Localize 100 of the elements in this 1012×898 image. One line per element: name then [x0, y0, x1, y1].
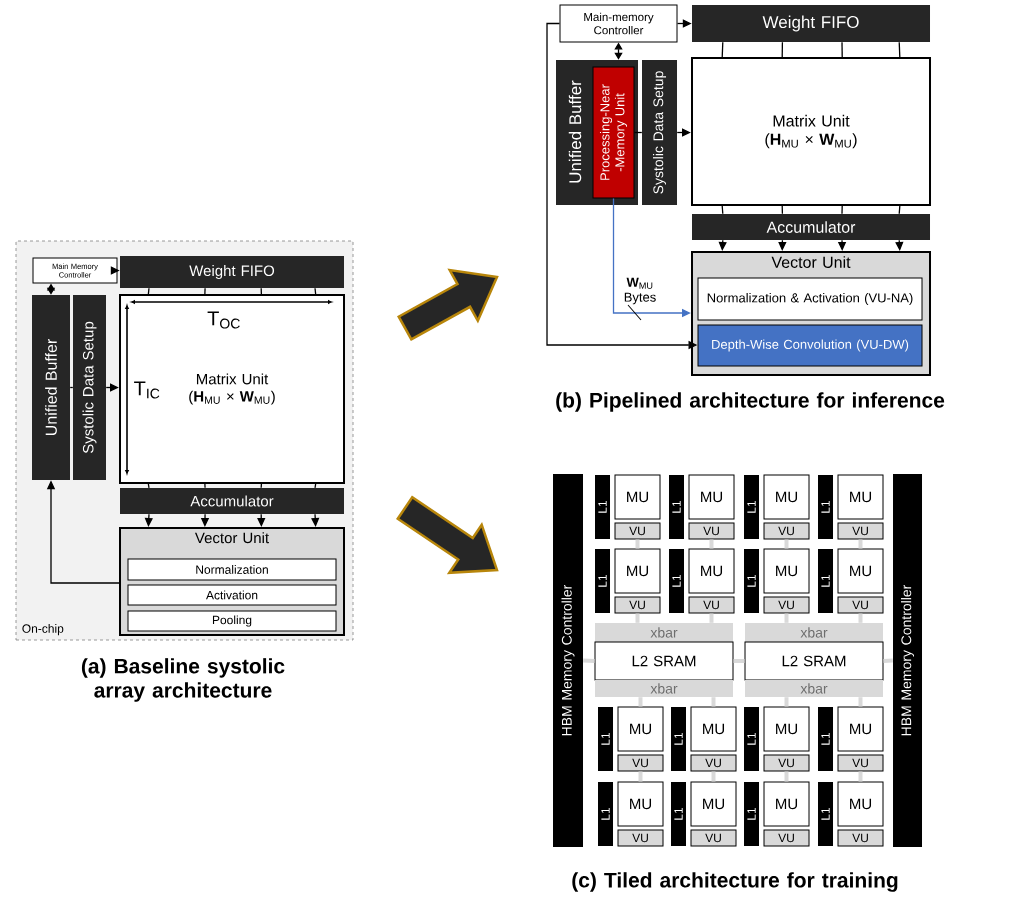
arrow — [105, 383, 119, 392]
connector-line — [204, 483, 206, 489]
l1-cache-bar: L1 — [669, 549, 684, 613]
accumulator-bar: Accumulator — [692, 214, 930, 240]
l1-cache-bar: L1 — [744, 549, 759, 613]
function-box: Pooling — [127, 610, 337, 632]
l1-cache-bar: L1 — [669, 475, 684, 539]
connector-line — [147, 483, 150, 489]
vu-box: VU — [690, 829, 737, 847]
vu-box: VU — [837, 754, 884, 772]
mu-box: MU — [763, 474, 810, 520]
bus-line — [638, 771, 643, 782]
setup-block: Systolic Data Setup — [642, 60, 677, 205]
l1-cache-bar: L1 — [818, 782, 833, 846]
memory-controller-bar: HBM Memory Controller — [893, 474, 922, 847]
mu-box: MU — [614, 474, 661, 520]
connector-line — [314, 287, 317, 295]
connector-line — [147, 287, 150, 295]
vu-box: VU — [617, 754, 664, 772]
mu-box: MU — [763, 706, 810, 752]
connector-line — [204, 287, 206, 295]
bus-line — [709, 613, 714, 623]
setup-block: Systolic Data Setup — [73, 295, 106, 480]
l1-cache-bar: L1 — [598, 707, 613, 771]
l1-cache-bar: L1 — [598, 782, 613, 846]
bus-line — [784, 697, 789, 707]
mu-box: MU — [763, 781, 810, 827]
l1-cache-bar: L1 — [744, 707, 759, 771]
connector-line — [314, 483, 317, 489]
l1-cache-bar: L1 — [744, 782, 759, 846]
arrow — [257, 513, 266, 527]
connector-line — [898, 205, 901, 215]
bus-line — [583, 658, 595, 663]
sram-box: L2 SRAM — [744, 641, 884, 681]
arrow — [144, 513, 153, 527]
connector-line — [633, 131, 643, 134]
bus-line — [784, 771, 789, 782]
vu-box: VU — [763, 522, 810, 540]
bus-line — [638, 697, 643, 707]
connector-line — [721, 41, 724, 58]
l1-cache-bar: L1 — [818, 549, 833, 613]
connector-line — [69, 386, 74, 389]
mu-box: MU — [617, 706, 664, 752]
bus-line — [711, 697, 716, 707]
dimension-label: T$_{OC}$ — [207, 311, 240, 329]
function-box: Depth-Wise Convolution (VU-DW) — [697, 324, 923, 367]
function-box: Activation — [127, 584, 337, 606]
matrix-unit-box: Matrix Unit (H$_{MU}$ × W$_{MU}$) — [691, 57, 931, 206]
connector-line — [841, 205, 843, 215]
mu-box: MU — [688, 474, 735, 520]
bus-line — [858, 771, 863, 782]
near-memory-unit-block: Processing-Near -Memory Unit — [592, 66, 635, 199]
mu-box: MU — [617, 781, 664, 827]
mu-box: MU — [837, 781, 884, 827]
mu-box: MU — [837, 548, 884, 594]
bus-line — [709, 539, 714, 549]
arrow — [895, 239, 904, 251]
vu-box: VU — [614, 596, 661, 614]
arrow — [676, 128, 691, 137]
vu-box: VU — [688, 596, 735, 614]
fifo-bar: Weight FIFO — [120, 256, 344, 288]
vu-box: VU — [763, 754, 810, 772]
connector-line — [781, 41, 784, 58]
controller-box: Main-memory Controller — [559, 4, 678, 43]
edge-label: W$_{MU}$ Bytes — [624, 277, 656, 305]
l1-cache-bar: L1 — [671, 782, 686, 846]
mu-box: MU — [763, 548, 810, 594]
mu-box: MU — [688, 548, 735, 594]
connector-line — [841, 41, 843, 58]
mu-box: MU — [614, 548, 661, 594]
memory-controller-bar: HBM Memory Controller — [553, 474, 583, 847]
bus-line — [883, 658, 893, 663]
accumulator-bar: Accumulator — [120, 488, 344, 514]
bus-line — [635, 613, 640, 623]
function-box: Normalization — [127, 558, 337, 581]
dimension-label: T$_{IC}$ — [134, 381, 160, 399]
caption: (a) Baseline systolic array architecture — [81, 658, 285, 702]
fifo-bar: Weight FIFO — [692, 5, 930, 42]
arrow — [778, 239, 787, 251]
l1-cache-bar: L1 — [595, 549, 610, 613]
xbar-band: xbar — [745, 680, 883, 697]
bus-line — [635, 539, 640, 549]
caption: (c) Tiled architecture for training — [572, 872, 898, 892]
connector-line — [721, 205, 724, 215]
vu-box: VU — [763, 829, 810, 847]
l1-cache-bar: L1 — [595, 475, 610, 539]
bus-line — [858, 539, 863, 549]
bus-line — [711, 771, 716, 782]
arrow — [311, 513, 320, 527]
connector-line — [260, 483, 263, 489]
xbar-band: xbar — [595, 680, 733, 697]
mu-box: MU — [690, 706, 737, 752]
l1-cache-bar: L1 — [818, 707, 833, 771]
vu-box: VU — [837, 596, 884, 614]
function-box: Normalization & Activation (VU-NA) — [697, 277, 923, 321]
mu-box: MU — [837, 706, 884, 752]
vu-box: VU — [617, 829, 664, 847]
bus-line — [858, 697, 863, 707]
vu-box: VU — [614, 522, 661, 540]
vu-box: VU — [688, 522, 735, 540]
